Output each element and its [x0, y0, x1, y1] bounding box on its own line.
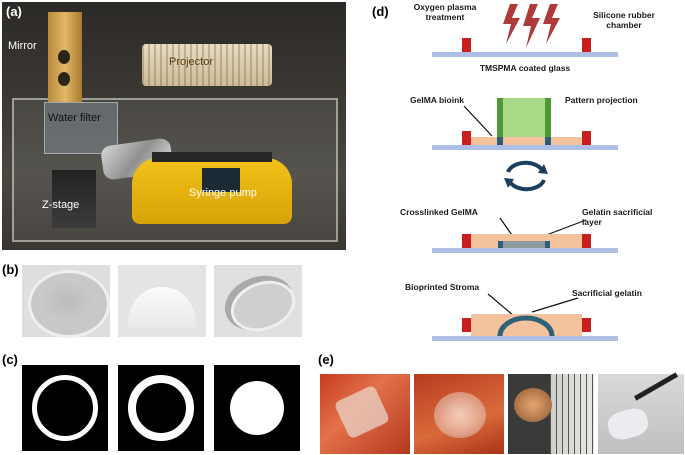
water-filter-box	[44, 102, 118, 154]
z-stage-label: Z-stage	[42, 199, 80, 211]
panel-a-photo: Mirror Projector Water filter Z-stage Sy…	[2, 2, 346, 250]
projection-beam	[497, 98, 551, 142]
projection-mask-disk	[214, 365, 300, 451]
plasma-lightning-icon	[503, 4, 560, 48]
mirror-label: Mirror	[8, 40, 37, 52]
glass-slide-3	[432, 248, 618, 253]
projection-mask-thick-ring	[118, 365, 204, 451]
glass-slide-1	[432, 52, 618, 57]
crosslinked-gel-3	[498, 241, 550, 248]
chamber-wall-right-2	[582, 131, 591, 145]
syringe-pump-label: Syringe pump	[189, 187, 257, 199]
cornea-photo-2	[414, 374, 504, 454]
gelma-bioink-label: GelMA bioink	[410, 95, 464, 105]
stroma-dome	[497, 315, 555, 337]
glass-slide-4	[432, 336, 618, 341]
bioprinted-stroma-label: Bioprinted Stroma	[405, 282, 480, 292]
panel-d-label: (d)	[372, 4, 389, 19]
pattern-projection-label: Pattern projection	[565, 95, 638, 105]
cornea-photo-3-with-ruler	[508, 374, 594, 454]
chamber-wall-left-3	[462, 234, 471, 248]
gelatin-sacrificial-layer-label: Gelatin sacrificial layer	[582, 207, 653, 227]
step4-pointers	[487, 293, 579, 317]
panel-e-label: (e)	[318, 352, 334, 367]
cornea-photo-1	[320, 374, 410, 454]
chamber-wall-right-4	[582, 318, 591, 332]
lens-mold-side-view	[118, 265, 206, 337]
chamber-wall-left-4	[462, 318, 471, 332]
panel-a-label: (a)	[6, 4, 22, 19]
chamber-wall-left-2	[462, 131, 471, 145]
chamber-wall-right	[582, 38, 591, 52]
lens-mold-angled-view	[214, 265, 303, 340]
cornea-photo-4-with-tweezers	[598, 372, 684, 454]
tmspma-glass-label: TMSPMA coated glass	[479, 63, 571, 73]
gelma-layer-2	[471, 137, 582, 145]
cycle-arrows-icon	[504, 160, 548, 192]
chamber-wall-right-3	[582, 234, 591, 248]
glass-slide-2	[432, 145, 618, 150]
water-filter-label: Water filter	[48, 112, 101, 124]
projector-label: Projector	[169, 56, 214, 68]
bioink-pointer	[463, 105, 493, 137]
lens-mold-top-view	[22, 265, 110, 338]
z-stage-device	[52, 170, 96, 228]
panel-c-label: (c)	[2, 352, 18, 367]
projection-mask-thin-ring	[22, 365, 108, 451]
sacrificial-gelatin-label: Sacrificial gelatin	[572, 288, 642, 298]
chamber-wall-left	[462, 38, 471, 52]
oxygen-plasma-label: Oxygen plasma treatment	[413, 2, 477, 22]
projector-device	[142, 44, 272, 86]
panel-b-label: (b)	[2, 262, 19, 277]
crosslinked-gelma-label: Crosslinked GelMA	[400, 207, 478, 217]
silicone-chamber-label: Silicone rubber chamber	[593, 10, 655, 30]
